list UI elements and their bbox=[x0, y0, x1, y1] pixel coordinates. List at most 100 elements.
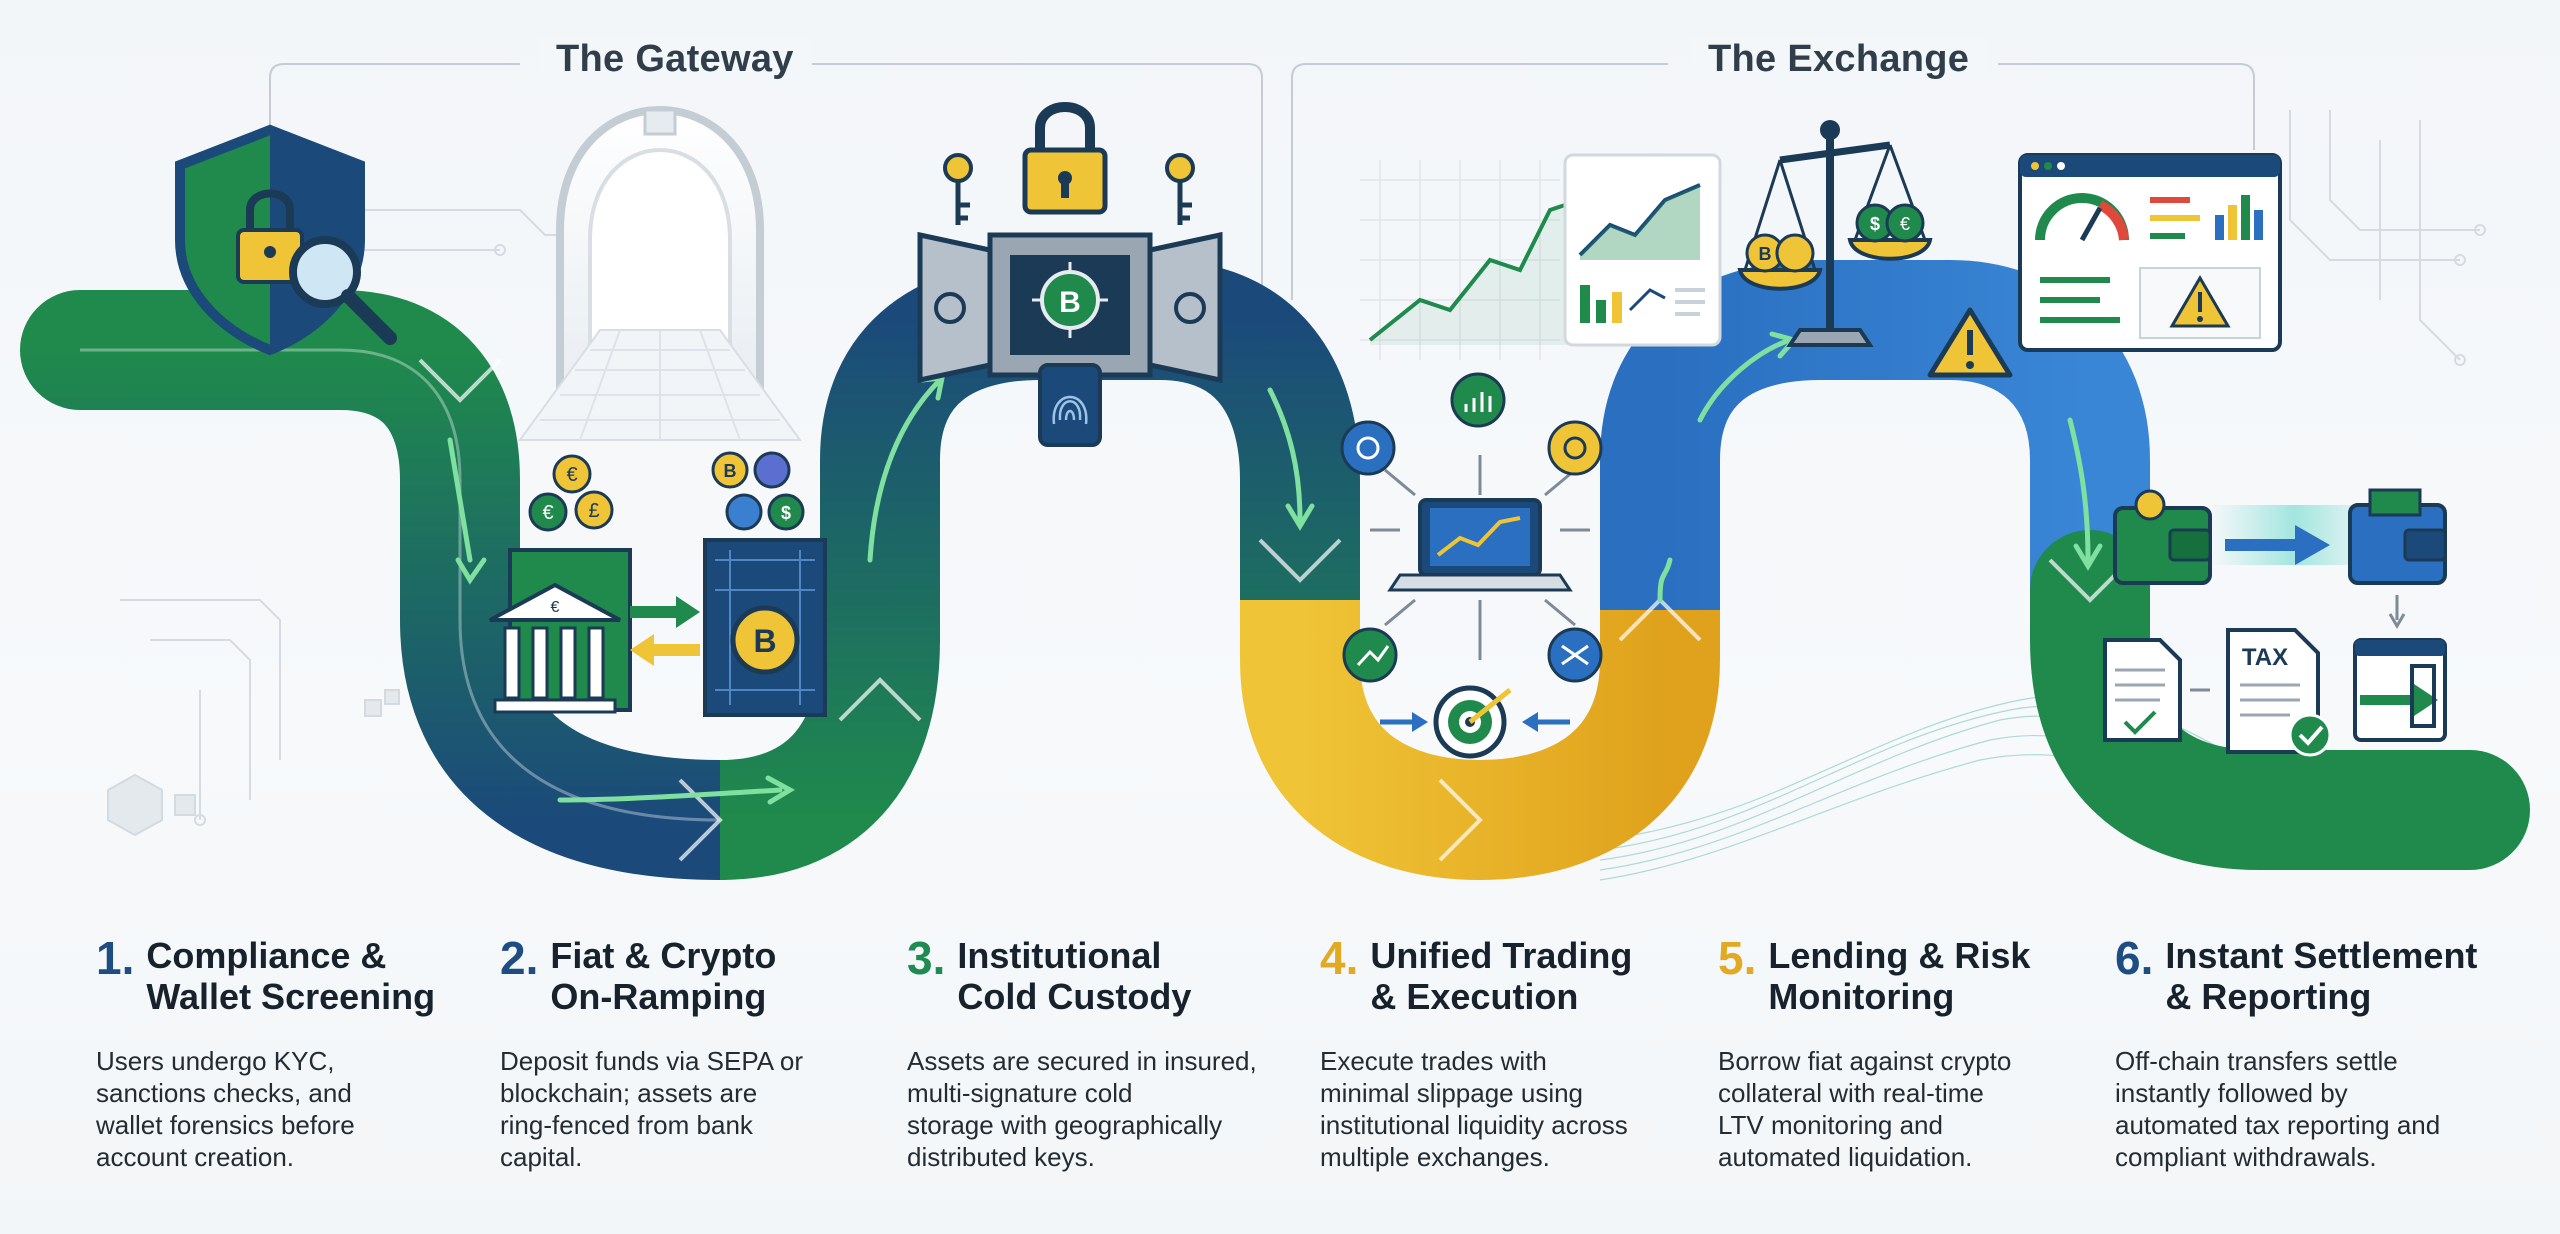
desc-line: compliant withdrawals. bbox=[2115, 1142, 2377, 1172]
desc-line: collateral with real-time bbox=[1718, 1078, 1984, 1108]
desc-line: capital. bbox=[500, 1142, 583, 1172]
desc-line: multi-signature cold bbox=[907, 1078, 1133, 1108]
road-segment-compliance bbox=[20, 290, 780, 880]
desc-line: blockchain; assets are bbox=[500, 1078, 758, 1108]
scale-bitcoin-glyph: B bbox=[1759, 244, 1772, 264]
step-number: 2. bbox=[500, 932, 539, 984]
step-title-line: & Execution bbox=[1370, 976, 1579, 1017]
down-arrow-head bbox=[2388, 613, 2406, 629]
step-onramping: 2. Fiat & Crypto On-Ramping Deposit fund… bbox=[500, 935, 875, 1173]
step-number: 5. bbox=[1718, 932, 1757, 984]
magnifier-icon bbox=[289, 236, 397, 345]
key-icon-right bbox=[1165, 153, 1195, 225]
bank-euro-glyph: € bbox=[551, 599, 560, 616]
exchange-bracket bbox=[1291, 63, 2255, 300]
step-title-line: Unified Trading bbox=[1370, 935, 1633, 976]
crypto-coins-icon: B $ bbox=[711, 451, 805, 531]
step-description: Deposit funds via SEPA or blockchain; as… bbox=[500, 1045, 875, 1173]
risk-dashboard-icon bbox=[2018, 153, 2282, 352]
desc-line: automated liquidation. bbox=[1718, 1142, 1973, 1172]
step-title-line: Lending & Risk bbox=[1768, 935, 2031, 976]
step-title: Unified Trading & Execution bbox=[1370, 935, 1632, 1017]
desc-line: Users undergo KYC, bbox=[96, 1046, 335, 1076]
step-description: Execute trades with minimal slippage usi… bbox=[1320, 1045, 1695, 1173]
step-title-line: Fiat & Crypto bbox=[550, 935, 777, 976]
desc-line: instantly followed by bbox=[2115, 1078, 2348, 1108]
step-description: Borrow fiat against crypto collateral wi… bbox=[1718, 1045, 2093, 1173]
step-description: Users undergo KYC, sanctions checks, and… bbox=[96, 1045, 471, 1173]
step-title: Lending & Risk Monitoring bbox=[1768, 935, 2030, 1017]
documents-icon bbox=[2103, 638, 2210, 742]
bank-building-icon: € bbox=[489, 548, 632, 714]
tax-report-icon: TAX bbox=[2226, 628, 2332, 757]
desc-line: account creation. bbox=[96, 1142, 295, 1172]
road-segment-settlement bbox=[2030, 530, 2530, 870]
decor-cubes bbox=[107, 689, 400, 837]
road-edge-1 bbox=[80, 348, 721, 822]
desc-line: storage with geographically bbox=[907, 1110, 1223, 1140]
desc-line: Off-chain transfers settle bbox=[2115, 1046, 2398, 1076]
flow-arrows bbox=[447, 331, 2103, 805]
fiat-coins-icon: € € £ bbox=[528, 454, 614, 532]
step-number: 4. bbox=[1320, 932, 1359, 984]
price-chart-line-icon bbox=[1368, 198, 1581, 345]
exchange-arrows-icon bbox=[630, 596, 700, 666]
desc-line: Borrow fiat against crypto bbox=[1718, 1046, 2012, 1076]
step-lending: 5. Lending & Risk Monitoring Borrow fiat… bbox=[1718, 935, 2093, 1173]
step-title-line: Wallet Screening bbox=[146, 976, 436, 1017]
step-title-line: & Reporting bbox=[2165, 976, 2372, 1017]
desc-line: automated tax reporting and bbox=[2115, 1110, 2441, 1140]
step-compliance: 1. Compliance & Wallet Screening Users u… bbox=[96, 935, 471, 1173]
desc-line: Deposit funds via SEPA or bbox=[500, 1046, 804, 1076]
vault-icon: B bbox=[917, 231, 1223, 447]
step-description: Off-chain transfers settle instantly fol… bbox=[2115, 1045, 2490, 1173]
step-title: Institutional Cold Custody bbox=[957, 935, 1191, 1017]
desc-line: multiple exchanges. bbox=[1320, 1142, 1550, 1172]
section-title-gateway: The Gateway bbox=[538, 38, 812, 81]
transfer-arrow-icon bbox=[2225, 525, 2330, 565]
wallet-blue-icon bbox=[2348, 488, 2447, 585]
desc-line: ring-fenced from bank bbox=[500, 1110, 753, 1140]
padlock-icon bbox=[1022, 102, 1108, 215]
gateway-arch-icon bbox=[518, 105, 802, 441]
step-title-line: Institutional bbox=[957, 935, 1162, 976]
desc-line: wallet forensics before bbox=[96, 1110, 355, 1140]
analytics-dashboard-icon bbox=[1563, 153, 1722, 347]
coin-euro-glyph: € bbox=[566, 464, 577, 486]
key-icon-left bbox=[943, 153, 973, 225]
coin-pound-glyph: £ bbox=[588, 500, 599, 522]
step-number: 6. bbox=[2115, 932, 2154, 984]
coin-bitcoin-glyph: B bbox=[724, 461, 737, 481]
section-title-exchange: The Exchange bbox=[1690, 38, 1988, 81]
grid-backdrop bbox=[1360, 160, 1560, 360]
step-title-line: Compliance & bbox=[146, 935, 387, 976]
step-trading: 4. Unified Trading & Execution Execute t… bbox=[1320, 935, 1695, 1173]
step-settlement: 6. Instant Settlement & Reporting Off-ch… bbox=[2115, 935, 2490, 1173]
step-title-line: Monitoring bbox=[1768, 976, 1955, 1017]
vault-bitcoin-glyph: B bbox=[1059, 286, 1081, 319]
warning-triangle-icon bbox=[1927, 307, 2013, 378]
gateway-bracket bbox=[269, 63, 1263, 300]
circuit-lines-right bbox=[2289, 110, 2486, 366]
desc-line: Execute trades with bbox=[1320, 1046, 1547, 1076]
desc-line: distributed keys. bbox=[907, 1142, 1095, 1172]
coin-dollar-glyph: $ bbox=[781, 503, 791, 523]
step-description: Assets are secured in insured, multi-sig… bbox=[907, 1045, 1282, 1173]
crypto-door-icon: B bbox=[703, 538, 827, 717]
desc-line: Assets are secured in insured, bbox=[907, 1046, 1257, 1076]
scale-euro-glyph: € bbox=[1900, 214, 1910, 234]
step-title: Compliance & Wallet Screening bbox=[146, 935, 435, 1017]
tax-label: TAX bbox=[2242, 644, 2288, 671]
step-number: 3. bbox=[907, 932, 946, 984]
balance-scale-icon: B $ € bbox=[1737, 120, 1933, 347]
desc-line: sanctions checks, and bbox=[96, 1078, 352, 1108]
step-custody: 3. Institutional Cold Custody Assets are… bbox=[907, 935, 1282, 1173]
door-bitcoin-glyph: B bbox=[753, 623, 776, 659]
desc-line: minimal slippage using bbox=[1320, 1078, 1584, 1108]
step-title-line: On-Ramping bbox=[550, 976, 767, 1017]
desc-line: institutional liquidity across bbox=[1320, 1110, 1628, 1140]
withdrawal-icon bbox=[2353, 638, 2447, 742]
wallet-green-icon bbox=[2113, 489, 2212, 585]
scale-dollar-glyph: $ bbox=[1870, 214, 1880, 234]
